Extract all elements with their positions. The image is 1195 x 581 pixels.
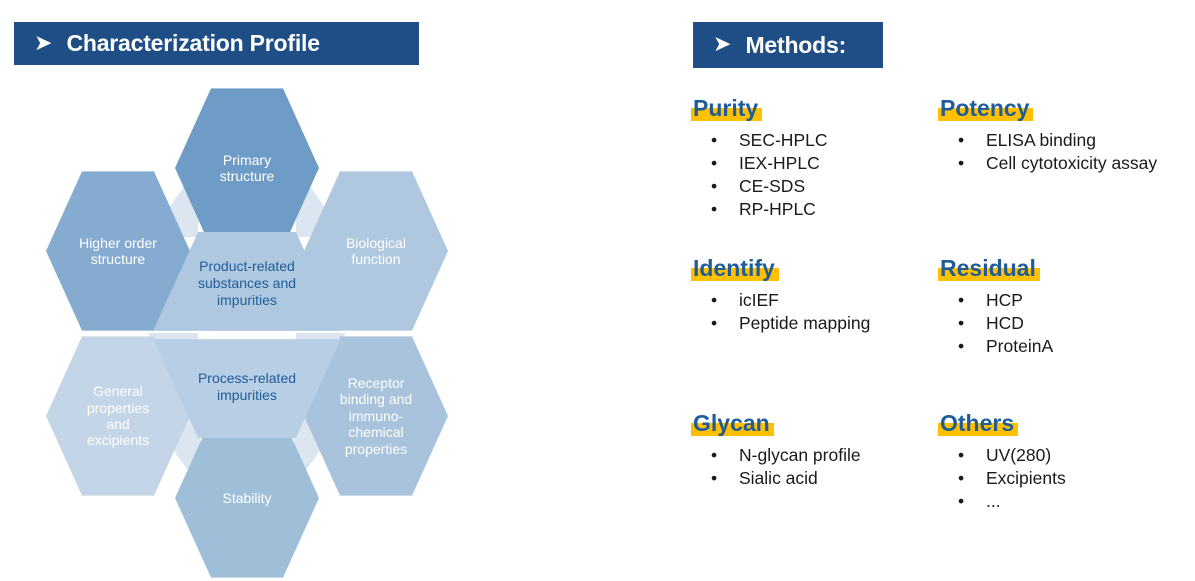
method-heading-wrap: Others — [938, 410, 1019, 437]
method-heading-wrap: Glycan — [691, 410, 774, 437]
list-item-label: ELISA binding — [986, 130, 1096, 150]
method-list-potency: • ELISA binding • Cell cytotoxicity assay — [940, 129, 1192, 175]
list-item: • UV(280) — [940, 444, 1175, 467]
list-item: • HCP — [940, 289, 1175, 312]
bullet-icon: • — [958, 491, 965, 512]
method-heading-wrap: Residual — [938, 255, 1040, 282]
list-item: • N-glycan profile — [693, 444, 928, 467]
method-block-residual: Residual • HCP • HCD • ProteinA — [938, 255, 1175, 358]
methods-title: Methods: — [745, 31, 847, 58]
list-item: •... — [940, 490, 1175, 513]
list-item-label: ProteinA — [986, 336, 1054, 357]
hexagon-label: Product-related substances and impuritie… — [197, 258, 297, 308]
method-heading-wrap: Purity — [691, 95, 763, 122]
method-block-purity: Purity • SEC-HPLC • IEX-HPLC • CE-SDS • RP-H… — [691, 95, 928, 221]
characterization-profile-title: Characterization Profile — [66, 30, 320, 56]
list-item-label: N-glycan profile — [739, 445, 861, 465]
bullet-icon: • — [958, 445, 965, 465]
list-item-label: IEX-HPLC — [739, 153, 820, 174]
method-list-glycan: • N-glycan profile • Sialic acid — [693, 444, 928, 490]
list-item: • IEX-HPLC — [693, 152, 928, 175]
bullet-icon: • — [958, 290, 965, 310]
method-list-identify: • icIEF • Peptide mapping — [693, 289, 928, 335]
method-block-potency: Potency • ELISA binding • Cell cytotoxicit… — [938, 95, 1192, 175]
list-item-label: CE-SDS — [739, 176, 806, 197]
methods-grid: Purity • SEC-HPLC • IEX-HPLC • CE-SDS • RP-H… — [691, 95, 1193, 555]
method-heading-others: Others — [940, 410, 1015, 436]
bullet-icon: • — [711, 130, 718, 150]
hexagon-label: General properties and excipients — [86, 383, 150, 449]
list-item-label: Cell cytotoxicity assay — [986, 153, 1158, 174]
hexagon-label: Biological function — [346, 234, 406, 267]
hexagon-center-split: Product-related substances and impuritie… — [153, 232, 341, 438]
method-block-identify: Identify • icIEF • Peptide mapping — [691, 255, 928, 335]
list-item: • SEC-HPLC — [693, 129, 928, 152]
highlight-marker — [938, 268, 1040, 281]
characterization-profile-banner: ➤ Characterization Profile — [14, 22, 419, 65]
method-heading-glycan: Glycan — [693, 410, 770, 436]
list-item-label: HCP — [986, 290, 1023, 310]
hexagon-label: Higher order structure — [79, 234, 157, 267]
list-item-label: ... — [986, 491, 1001, 512]
highlight-marker — [938, 108, 1034, 121]
method-heading-residual: Residual — [940, 255, 1036, 281]
bullet-icon: • — [958, 336, 965, 357]
hexagon-label: Process-related impurities — [197, 369, 297, 403]
list-item: • Cell cytotoxicity assay — [940, 152, 1192, 175]
list-item-label: SEC-HPLC — [739, 130, 828, 150]
hexagon-label: Stability — [222, 489, 272, 506]
bullet-icon: • — [711, 199, 718, 220]
highlight-marker — [691, 423, 774, 436]
list-item-label: icIEF — [739, 290, 779, 310]
highlight-marker — [691, 108, 763, 121]
list-item: • icIEF — [693, 289, 928, 312]
bullet-icon: • — [711, 313, 718, 334]
list-item: • HCD — [940, 312, 1175, 335]
list-item: • RP-HPLC — [693, 198, 928, 221]
hexagon-label: Receptor binding and immuno- chemical pr… — [339, 375, 413, 457]
hexagon-label: Primary structure — [219, 151, 275, 184]
list-item: • ELISA binding — [940, 129, 1192, 152]
list-item: • ProteinA — [940, 335, 1175, 358]
bullet-icon: • — [711, 176, 718, 197]
list-item-label: UV(280) — [986, 445, 1052, 465]
bullet-icon: • — [711, 468, 718, 489]
bullet-icon: • — [958, 468, 965, 489]
methods-banner: ➤ Methods: — [693, 22, 883, 68]
bullet-icon: • — [711, 445, 718, 465]
method-list-others: • UV(280) • Excipients •... — [940, 444, 1175, 513]
method-heading-potency: Potency — [940, 95, 1030, 121]
method-list-purity: • SEC-HPLC • IEX-HPLC • CE-SDS • RP-HPLC — [693, 129, 928, 221]
method-list-residual: • HCP • HCD • ProteinA — [940, 289, 1175, 358]
bullet-icon: • — [958, 313, 965, 334]
arrow-right-icon: ➤ — [713, 32, 732, 57]
method-heading-wrap: Identify — [691, 255, 779, 282]
list-item: • Sialic acid — [693, 467, 928, 490]
list-item-label: Excipients — [986, 468, 1066, 489]
hexagon-stability[interactable]: Stability — [175, 418, 319, 578]
method-block-glycan: Glycan • N-glycan profile • Sialic acid — [691, 410, 928, 490]
hexagon-process-related-impurities[interactable]: Process-related impurities — [153, 339, 341, 438]
hexagon-product-related-substances-and-impurities[interactable]: Product-related substances and impuritie… — [153, 232, 341, 331]
highlight-marker — [691, 268, 779, 281]
method-heading-wrap: Potency — [938, 95, 1034, 122]
bullet-icon: • — [711, 153, 718, 174]
list-item: • Peptide mapping — [693, 312, 928, 335]
list-item: • CE-SDS — [693, 175, 928, 198]
list-item-label: HCD — [986, 313, 1024, 334]
method-heading-identify: Identify — [693, 255, 775, 281]
bullet-icon: • — [711, 290, 718, 310]
arrow-right-icon: ➤ — [34, 30, 53, 56]
characterization-hexagon-diagram: Primary structure Higher order structure… — [20, 85, 480, 578]
bullet-icon: • — [958, 153, 965, 174]
method-heading-purity: Purity — [693, 95, 759, 121]
list-item-label: RP-HPLC — [739, 199, 816, 220]
highlight-marker — [938, 423, 1019, 436]
list-item-label: Peptide mapping — [739, 313, 871, 334]
method-block-others: Others • UV(280) • Excipients •... — [938, 410, 1175, 513]
list-item: • Excipients — [940, 467, 1175, 490]
bullet-icon: • — [958, 130, 965, 150]
list-item-label: Sialic acid — [739, 468, 818, 489]
